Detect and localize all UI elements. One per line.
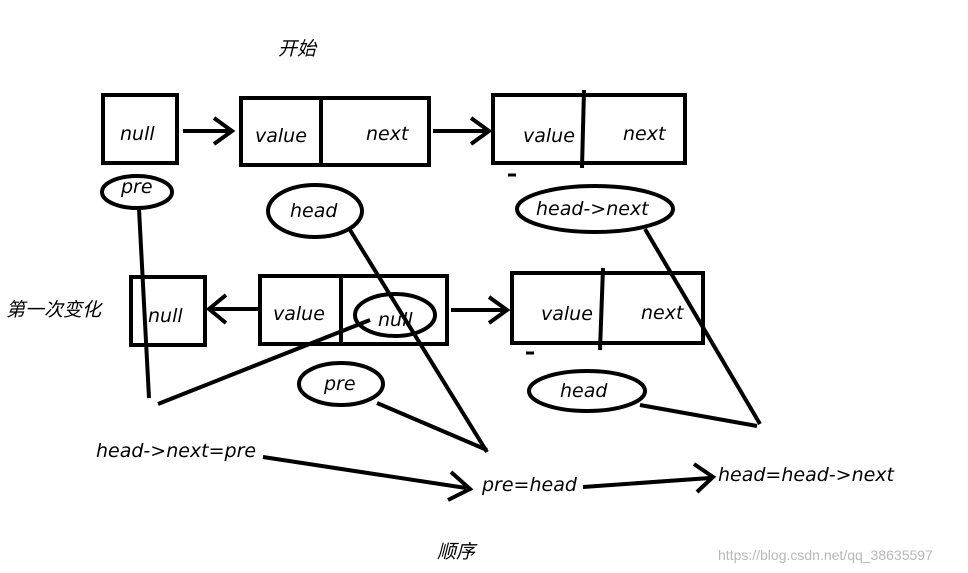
- row1-node1-next: next: [366, 123, 410, 145]
- step2-text: pre=head: [481, 474, 578, 496]
- row1-head-oval: head: [266, 183, 364, 239]
- row2-back-arrow: [205, 293, 258, 325]
- row2-pre-label: pre: [323, 373, 356, 395]
- row1-null-node: null: [101, 93, 179, 165]
- row1-head-label: head: [290, 200, 338, 222]
- row1-node-1: value next: [239, 96, 431, 167]
- watermark: https://blog.csdn.net/qq_38635597: [718, 547, 933, 563]
- connector-lines: [137, 208, 762, 454]
- row2-node2-next: next: [641, 302, 685, 324]
- heading-first-change: 第一次变化: [6, 299, 103, 321]
- heading-start: 开始: [278, 38, 318, 60]
- step1-text: head->next=pre: [96, 440, 256, 462]
- row1-node-2: value next: [491, 89, 687, 177]
- row2-null-label: null: [148, 305, 183, 327]
- row2-pre-oval: pre: [297, 361, 385, 407]
- step-arrow-1: [262, 455, 474, 502]
- step-arrow-2: [582, 462, 717, 494]
- row2-node2-value: value: [541, 303, 593, 325]
- row2-head-label: head: [560, 380, 608, 402]
- row2-node-2: value next: [510, 267, 705, 355]
- row1-pre-oval: pre: [100, 174, 174, 210]
- row1-node2-value: value: [523, 125, 575, 147]
- row2-arrow: [451, 295, 511, 325]
- row1-headnext-oval: head->next: [515, 184, 675, 234]
- row1-arrow-2: [433, 116, 493, 146]
- heading-order: 顺序: [437, 541, 478, 563]
- row2-node1-null-label: null: [378, 309, 413, 331]
- row2-head-oval: head: [527, 369, 647, 413]
- row2-null-oval: [353, 292, 437, 338]
- row1-arrow-1: [183, 116, 236, 146]
- row2-node-1: value null: [258, 274, 449, 346]
- row2-node1-value: value: [273, 303, 325, 325]
- row2-null-node: null: [129, 275, 207, 347]
- row1-headnext-label: head->next: [536, 198, 650, 220]
- row1-null-label: null: [120, 123, 155, 145]
- row1-pre-label: pre: [120, 176, 153, 198]
- step3-text: head=head->next: [718, 464, 896, 486]
- row1-node1-value: value: [255, 125, 307, 147]
- row1-node2-next: next: [623, 123, 667, 145]
